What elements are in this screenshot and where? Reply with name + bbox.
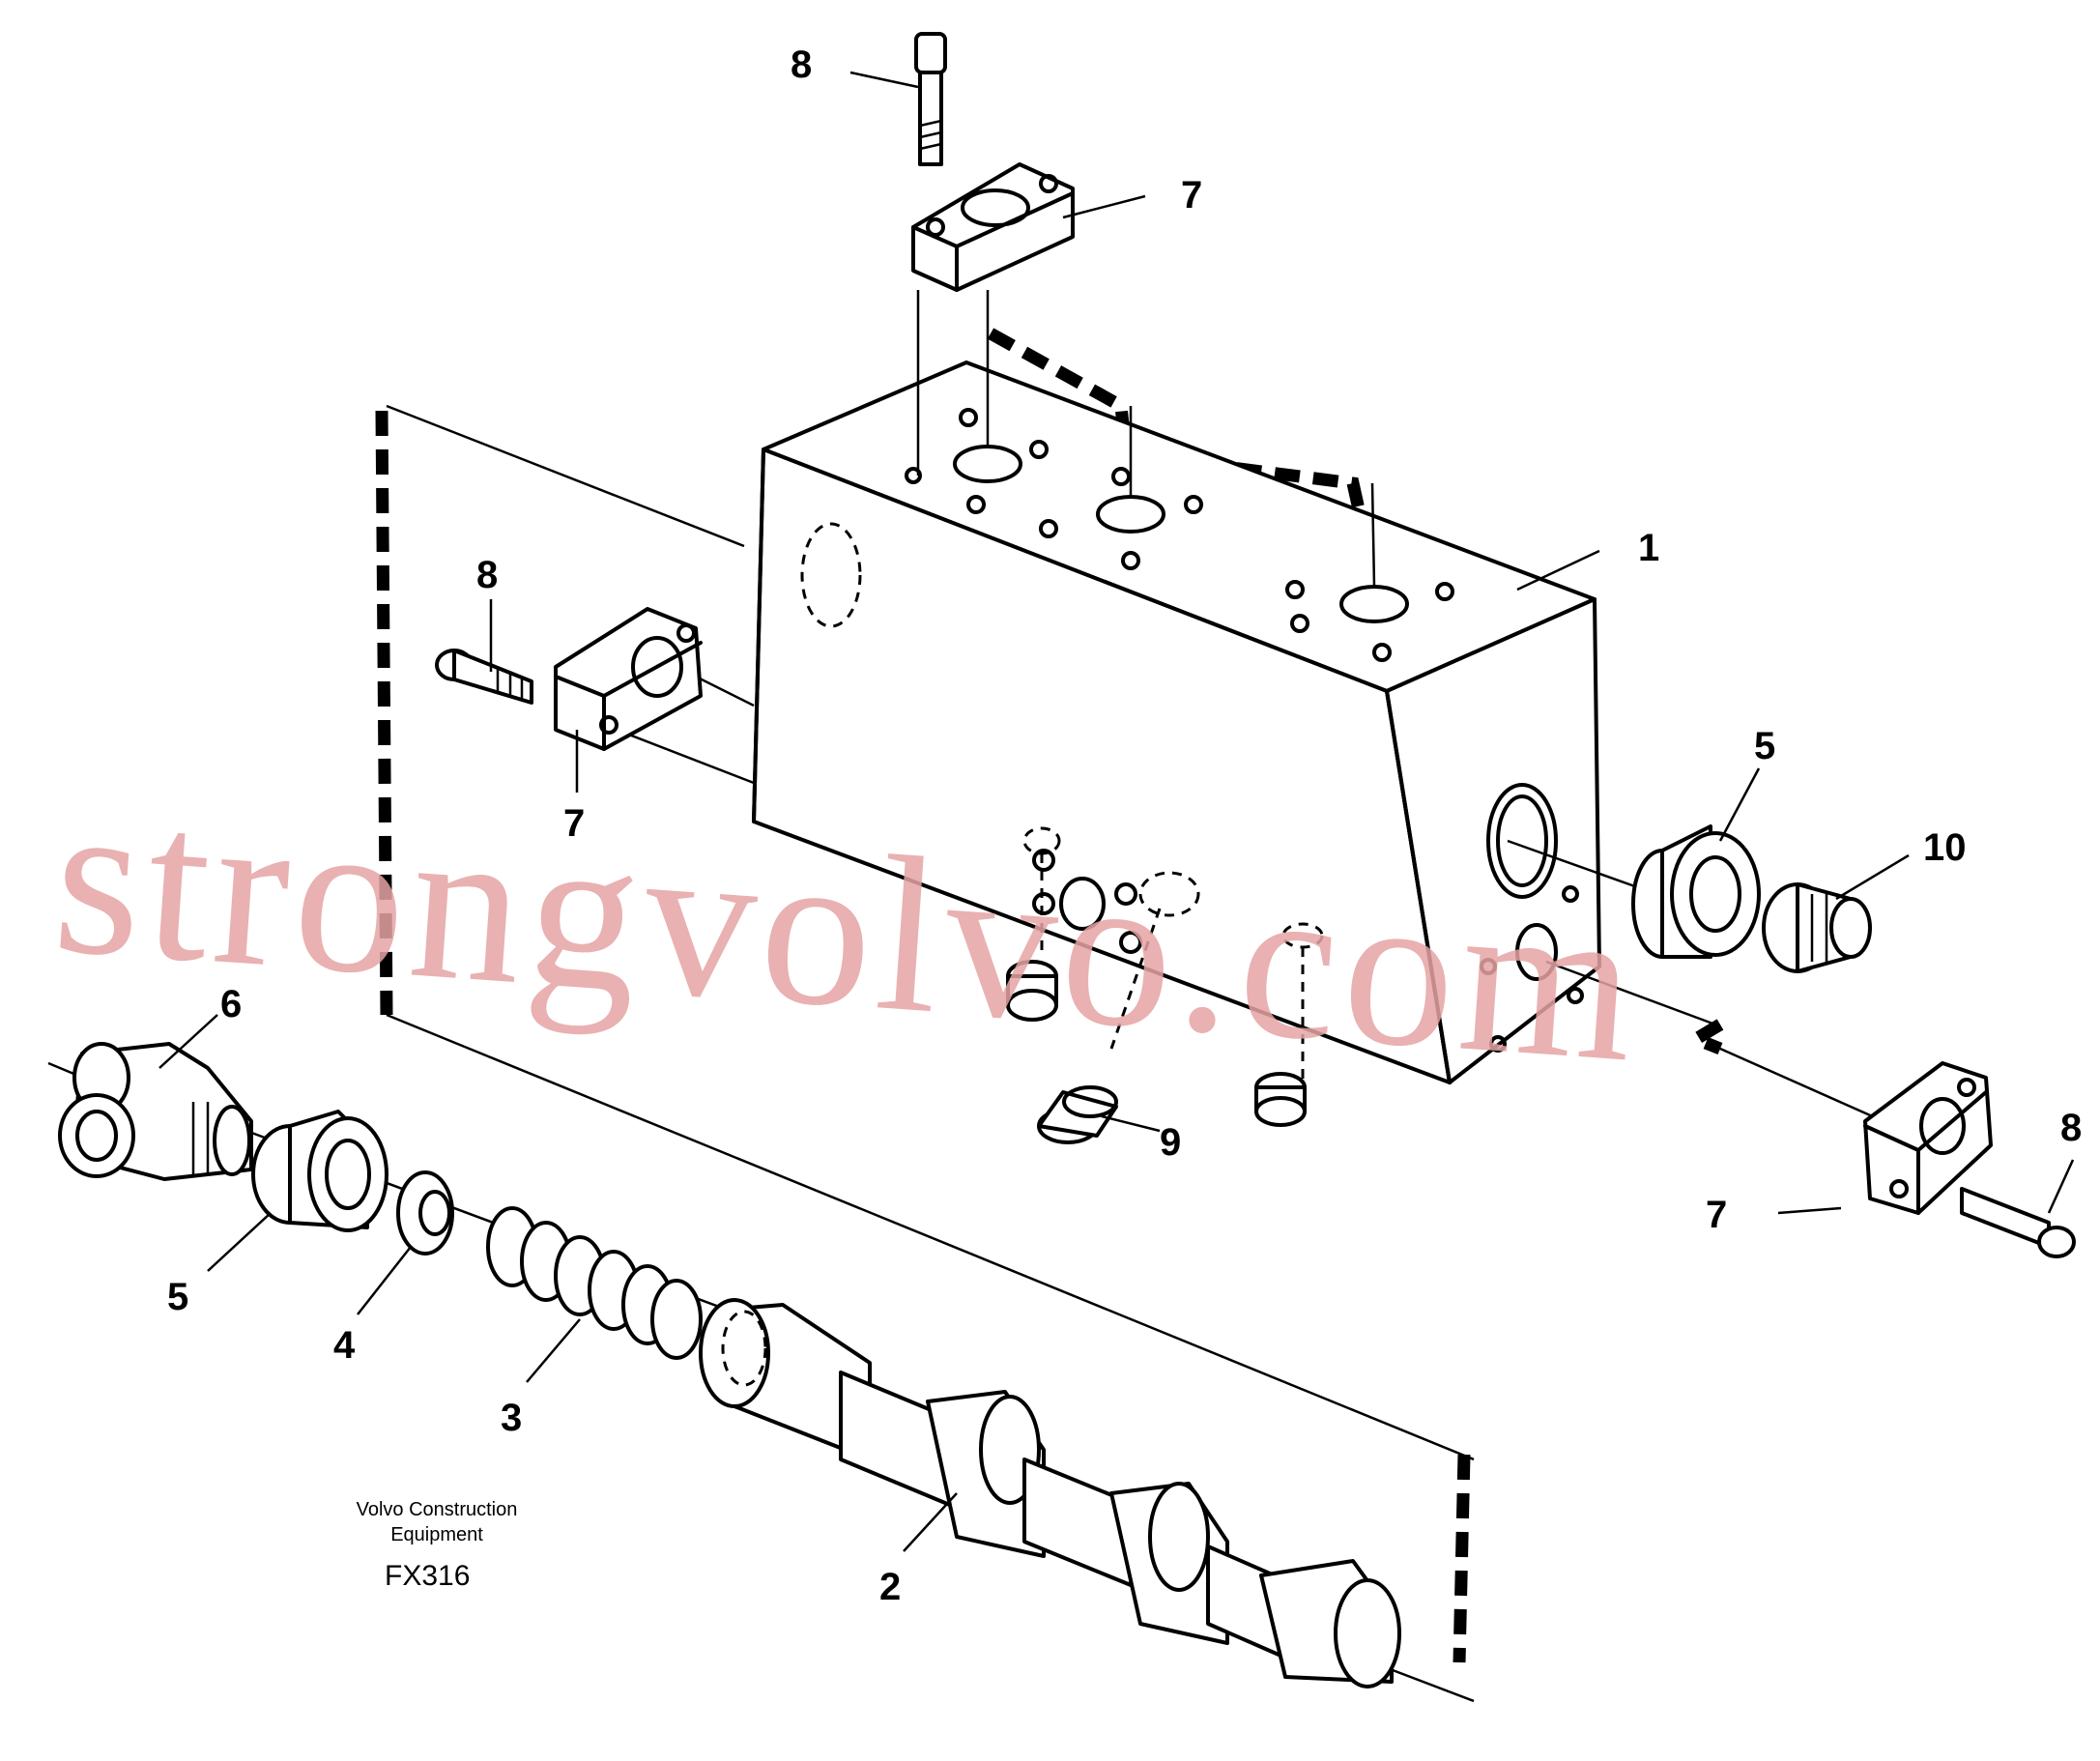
label-10: 10 (1923, 826, 1967, 869)
plug-9 (1037, 1085, 1118, 1144)
label-8-left: 8 (476, 554, 498, 596)
seat-washer (396, 1170, 454, 1256)
label-7-top: 7 (1181, 174, 1202, 217)
screw-left (435, 649, 533, 705)
leader-lines (158, 71, 2075, 1552)
label-8-top: 8 (791, 43, 812, 86)
label-5-left: 5 (167, 1276, 188, 1318)
screw-right (1960, 1187, 2076, 1258)
tee-fitting (58, 1042, 253, 1181)
spring (486, 1206, 703, 1360)
caption-line-2: Equipment (390, 1524, 483, 1545)
screw-top (914, 32, 947, 166)
label-2: 2 (879, 1566, 901, 1608)
plug-center-left (1006, 960, 1058, 1022)
flange-top (911, 162, 1075, 292)
callout-numbers: 8 7 1 8 7 5 10 6 9 8 7 5 4 3 2 (167, 43, 2082, 1608)
flange-right (1863, 1061, 1993, 1215)
nipple-10 (1762, 882, 1872, 973)
label-6: 6 (220, 983, 242, 1025)
adapter-right (1631, 824, 1761, 959)
caption-block: Volvo Construction Equipment FX316 (357, 1499, 518, 1592)
label-4: 4 (333, 1324, 356, 1367)
label-1: 1 (1638, 527, 1659, 569)
spool (699, 1298, 1401, 1689)
caption-line-1: Volvo Construction (357, 1499, 518, 1520)
label-7-left: 7 (563, 802, 585, 845)
label-3: 3 (501, 1397, 522, 1439)
label-7-right: 7 (1706, 1194, 1727, 1236)
adapter-left (251, 1110, 388, 1232)
label-8-right: 8 (2060, 1107, 2082, 1149)
label-5-right: 5 (1754, 725, 1775, 767)
diagram-code: FX316 (385, 1560, 470, 1592)
flange-left (554, 607, 703, 751)
plug-center-right (1254, 1072, 1307, 1127)
label-9: 9 (1160, 1121, 1181, 1164)
